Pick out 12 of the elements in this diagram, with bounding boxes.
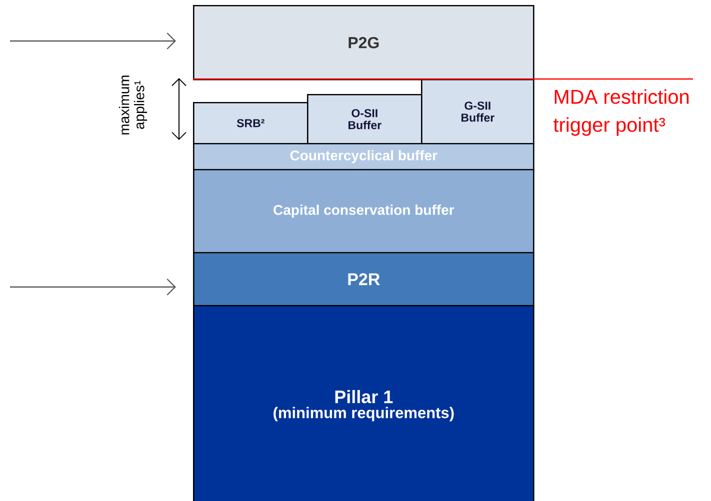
stack-block: Countercyclical buffer: [193, 143, 534, 170]
stack-block: Pillar 1 (minimum requirements): [193, 305, 534, 501]
arrow: [10, 32, 176, 50]
trigger-label: MDA restriction trigger point³: [554, 89, 689, 136]
stack-block: P2G: [193, 5, 534, 80]
arrow: [10, 278, 176, 296]
stack-block: Capital conservation buffer: [193, 169, 534, 254]
stack-block: G-SII Buffer: [421, 79, 534, 144]
stack-block: O-SII Buffer: [307, 94, 422, 144]
stack-block: SRB²: [193, 102, 308, 144]
rotated-label: maximum applies¹: [118, 76, 148, 134]
stack-block: P2R: [193, 252, 534, 306]
